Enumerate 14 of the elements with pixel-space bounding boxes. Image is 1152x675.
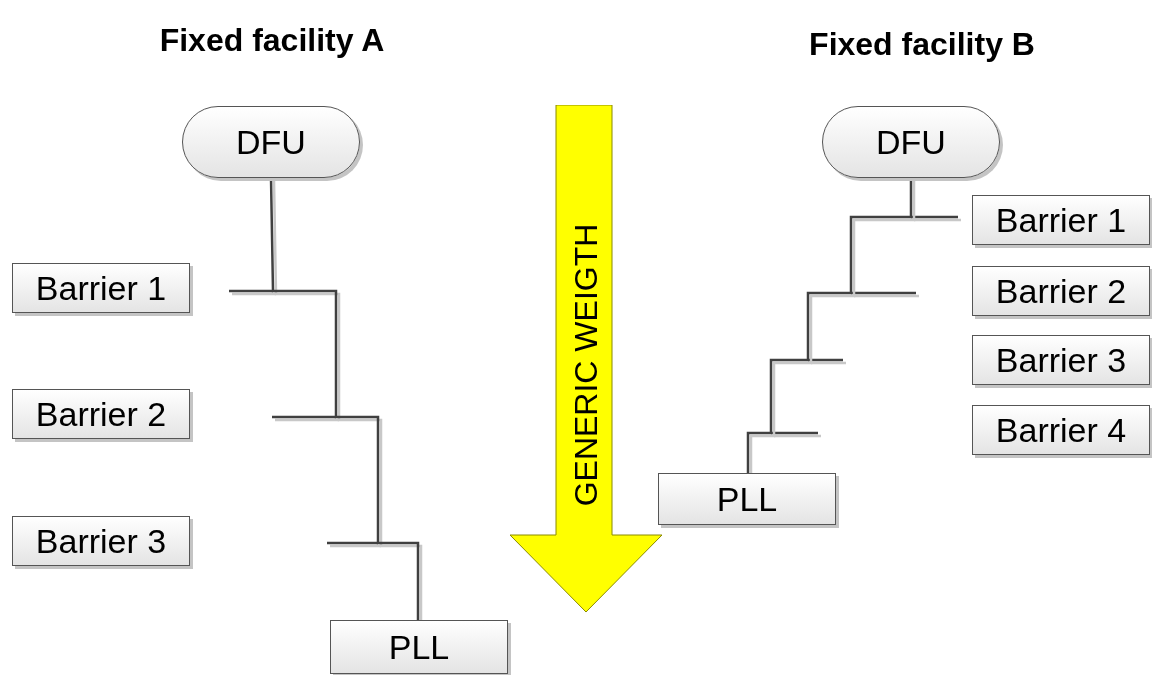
process-box: Barrier 1	[12, 263, 190, 313]
process-box: Barrier 1	[972, 195, 1150, 245]
facility-title: Fixed facility B	[809, 25, 1035, 64]
rounded-box: DFU	[182, 106, 360, 178]
process-box: PLL	[330, 620, 508, 674]
process-box: Barrier 2	[12, 389, 190, 439]
process-box: Barrier 3	[12, 516, 190, 566]
process-box: PLL	[658, 473, 836, 525]
process-box: Barrier 2	[972, 266, 1150, 316]
rounded-box: DFU	[822, 106, 1000, 178]
process-box: Barrier 3	[972, 335, 1150, 385]
process-box: Barrier 4	[972, 405, 1150, 455]
facility-title: Fixed facility A	[159, 21, 385, 60]
arrow-label: GENERIC WEIGTH	[567, 223, 605, 507]
